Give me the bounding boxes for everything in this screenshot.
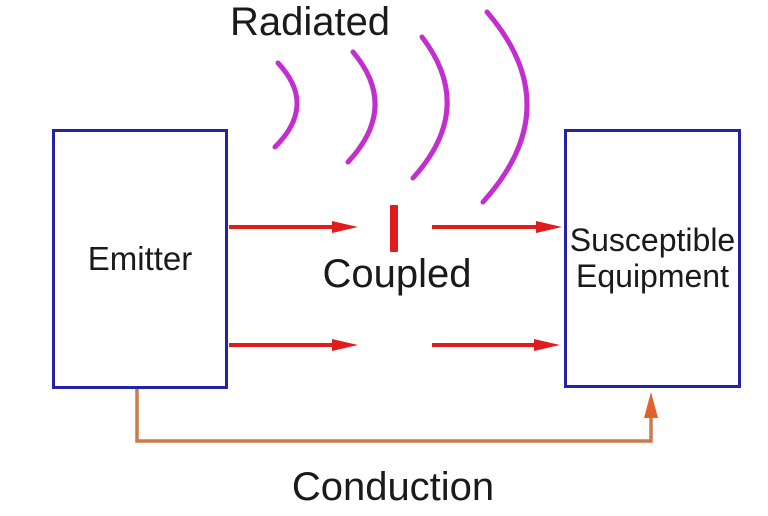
coupled-label: Coupled (322, 252, 472, 296)
conduction-label: Conduction (291, 465, 495, 509)
coupled-arrowhead-upper-right (536, 221, 562, 233)
coupled-arrows (229, 205, 562, 351)
coupled-arrowhead-lower-left (332, 339, 358, 351)
emitter-label: Emitter (87, 240, 193, 277)
radiated-wave-arc-3 (410, 34, 450, 181)
radiated-wave-arc-2 (345, 49, 378, 165)
radiated-waves-icon (272, 9, 530, 205)
coupling-capacitor-plate (390, 205, 398, 252)
emitter-box: Emitter (52, 129, 228, 389)
susceptible-equipment-label: Susceptible Equipment (569, 222, 736, 294)
radiated-wave-arc-1 (272, 60, 300, 150)
conduction-arrowhead (644, 392, 658, 418)
conduction-line (135, 389, 653, 443)
conduction-path (135, 389, 658, 443)
coupled-arrowhead-upper-left (332, 221, 358, 233)
susceptible-equipment-box: Susceptible Equipment (564, 129, 741, 388)
radiated-label: Radiated (229, 0, 391, 44)
radiated-wave-arc-4 (480, 9, 530, 205)
coupled-arrowhead-lower-right (534, 339, 560, 351)
